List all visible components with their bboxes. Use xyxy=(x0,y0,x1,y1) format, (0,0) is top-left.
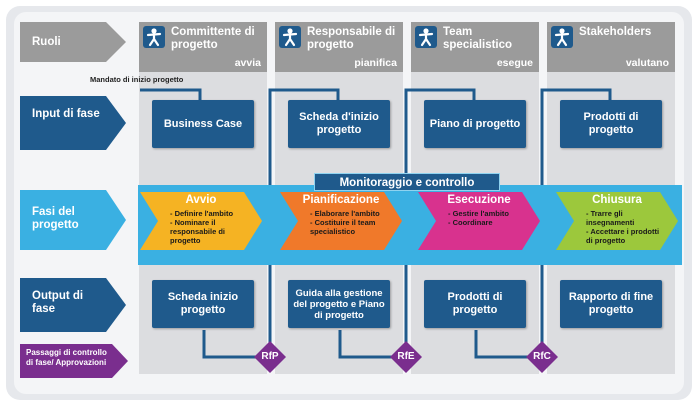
row-label-text: Passaggi di controllo di fase/ Approvazi… xyxy=(26,348,107,367)
phase-title: Esecuzione xyxy=(447,194,511,206)
phase-chiusura: Chiusura Trarre gli insegnamenti Accetta… xyxy=(556,192,678,250)
role-verb: valutano xyxy=(625,57,669,69)
output-box-guida: Guida alla gestione del progetto e Piano… xyxy=(288,280,390,328)
phase-item: Trarre gli insegnamenti xyxy=(586,209,660,227)
phase-item: Nominare il responsabile di progetto xyxy=(170,218,244,245)
person-icon xyxy=(143,26,165,48)
row-label-gates: Passaggi di controllo di fase/ Approvazi… xyxy=(20,344,128,378)
gate-label: RfC xyxy=(533,351,551,362)
phase-item: Costituire il team specialistico xyxy=(310,218,384,236)
diamond-shape xyxy=(390,341,422,373)
phase-title: Chiusura xyxy=(592,194,642,206)
role-header-stakeholders: Stakeholders valutano xyxy=(547,22,675,72)
mandate-label: Mandato di inizio progetto xyxy=(90,75,184,84)
role-title: Committente di progetto xyxy=(171,26,255,51)
gate-rfp: RfP xyxy=(254,341,286,373)
connector-rfe-in xyxy=(338,330,398,359)
row-label-text: Ruoli xyxy=(32,36,61,48)
input-box-prodotti: Prodotti di progetto xyxy=(560,100,662,148)
row-label-fasi: Fasi del progetto xyxy=(20,190,128,250)
phase-item: Gestire l'ambito xyxy=(448,209,522,218)
input-box-scheda-inizio: Scheda d'inizio progetto xyxy=(288,100,390,148)
gate-label: RfE xyxy=(397,351,415,362)
mandate-connector xyxy=(140,88,202,100)
row-label-ruoli: Ruoli xyxy=(20,22,128,62)
row-label-text: Input di fase xyxy=(32,108,100,120)
output-box-scheda: Scheda inizio progetto xyxy=(152,280,254,328)
role-header-committente: Committente di progetto avvia xyxy=(139,22,267,72)
input-box-business-case: Business Case xyxy=(152,100,254,148)
phase-pianificazione: Pianificazione Elaborare l'ambito Costit… xyxy=(280,192,402,250)
phase-avvio: Avvio Definire l'ambito Nominare il resp… xyxy=(140,192,262,250)
phase-item: Elaborare l'ambito xyxy=(310,209,384,218)
role-verb: avvia xyxy=(234,57,261,69)
row-label-output: Output di fase xyxy=(20,278,128,332)
phase-item: Accettare i prodotti di progetto xyxy=(586,227,660,245)
output-box-rapporto: Rapporto di fine progetto xyxy=(560,280,662,328)
row-label-text: Output di fase xyxy=(32,290,84,315)
role-header-team: Team specialistico esegue xyxy=(411,22,539,72)
row-label-input: Input di fase xyxy=(20,96,128,150)
phase-title: Pianificazione xyxy=(302,194,380,206)
row-label-text: Fasi del progetto xyxy=(32,206,79,231)
monitoring-banner: Monitoraggio e controllo xyxy=(314,173,500,191)
role-title: Stakeholders xyxy=(579,26,652,38)
role-header-responsabile: Responsabile di progetto pianifica xyxy=(275,22,403,72)
phase-items: Gestire l'ambito Coordinare xyxy=(448,209,522,227)
phase-items: Trarre gli insegnamenti Accettare i prod… xyxy=(586,209,660,245)
arrow-shape xyxy=(20,344,128,378)
connector-rfc-in xyxy=(474,330,534,359)
person-icon xyxy=(415,26,437,48)
phase-items: Elaborare l'ambito Costituire il team sp… xyxy=(310,209,384,236)
role-verb: pianifica xyxy=(354,57,397,69)
gate-rfe: RfE xyxy=(390,341,422,373)
gate-rfc: RfC xyxy=(526,341,558,373)
gate-label: RfP xyxy=(261,351,279,362)
diamond-shape xyxy=(254,341,286,373)
input-box-piano: Piano di progetto xyxy=(424,100,526,148)
arrow-shape xyxy=(20,190,126,250)
phase-esecuzione: Esecuzione Gestire l'ambito Coordinare xyxy=(418,192,540,250)
role-title: Team specialistico xyxy=(443,26,513,51)
role-title: Responsabile di progetto xyxy=(307,26,396,51)
arrow-shape xyxy=(20,278,126,332)
person-icon xyxy=(551,26,573,48)
phase-item: Coordinare xyxy=(448,218,522,227)
arrow-shape xyxy=(20,22,126,62)
phase-item: Definire l'ambito xyxy=(170,209,244,218)
connector-rfp-in xyxy=(202,330,262,359)
output-box-prodotti: Prodotti di progetto xyxy=(424,280,526,328)
arrow-shape xyxy=(20,96,126,150)
phase-title: Avvio xyxy=(185,194,217,206)
diamond-shape xyxy=(526,341,558,373)
phase-items: Definire l'ambito Nominare il responsabi… xyxy=(170,209,244,245)
person-icon xyxy=(279,26,301,48)
role-verb: esegue xyxy=(496,57,533,69)
